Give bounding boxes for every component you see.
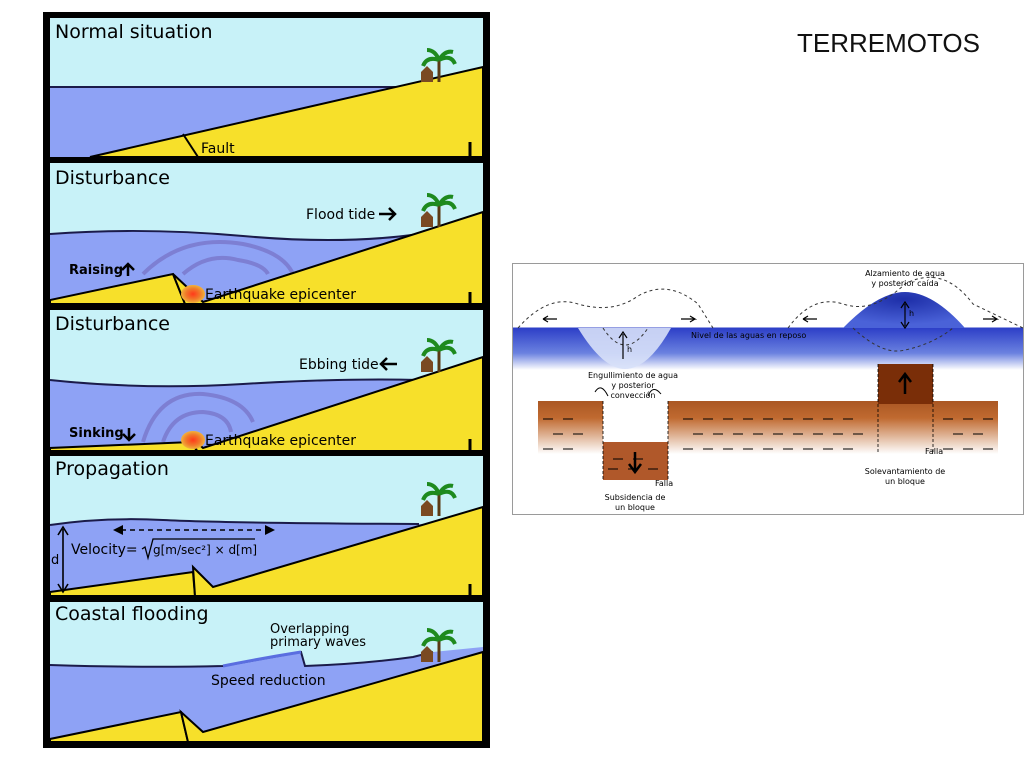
uplift-label-1: Alzamiento de agua	[865, 269, 945, 278]
arrow-down-icon	[628, 452, 642, 475]
uplift-label-2: y posterior caída	[871, 279, 938, 288]
block-fault-diagram: h h Alzamiento de agua y posterior caída…	[512, 263, 1024, 515]
panel-disturbance-raising: Disturbance Flood tide Raising Earthquak…	[49, 163, 484, 322]
fault-label: Fault	[201, 141, 235, 157]
palm-tree-icon	[421, 628, 457, 662]
palm-tree-icon	[421, 482, 457, 516]
raising-label: Raising	[69, 263, 123, 278]
engulf-label-2: y posterior	[611, 381, 655, 390]
arrow-down-icon	[122, 428, 136, 442]
arrow-right-icon	[983, 315, 1000, 323]
palm-tree-icon	[421, 193, 457, 227]
arrow-left-icon	[379, 357, 397, 371]
subsidence-label-2: un bloque	[615, 503, 655, 512]
fault-label-left: Falla	[655, 479, 673, 488]
velocity-label: Velocity=	[71, 542, 138, 558]
h-right-label: h	[909, 309, 914, 318]
speed-reduction-label: Speed reduction	[211, 673, 326, 689]
arrow-left-icon	[802, 315, 817, 323]
arrow-right-icon	[681, 315, 698, 323]
panel-coastal-flooding: Coastal flooding Overlapping primary wav…	[49, 602, 484, 743]
palm-tree-icon	[421, 338, 457, 372]
arrow-up-icon	[121, 262, 135, 276]
sqrt-icon	[141, 538, 255, 561]
ebbing-tide-label: Ebbing tide	[299, 357, 379, 373]
subsidence-label-1: Subsidencia de	[605, 493, 666, 502]
overlapping-waves-label-1: Overlapping	[270, 622, 349, 637]
epicenter-label: Earthquake epicenter	[205, 287, 356, 303]
panel-heading: Propagation	[55, 458, 169, 480]
arrow-up-icon	[898, 371, 912, 394]
tsunami-stages-figure: Normal situation Fault Disturbance Flood…	[43, 12, 490, 748]
depth-label: d	[51, 553, 59, 568]
rest-level-label: Nivel de las aguas en reposo	[691, 331, 806, 340]
arrow-right-icon	[379, 207, 397, 221]
epicenter-label: Earthquake epicenter	[205, 433, 356, 449]
fault-label-right: Falla	[925, 447, 943, 456]
panel-heading: Normal situation	[55, 21, 213, 43]
height-arrow-icon	[900, 300, 910, 330]
height-arrow-icon	[618, 330, 628, 359]
flood-tide-label: Flood tide	[306, 207, 375, 223]
palm-tree-icon	[421, 48, 457, 82]
panel-propagation: Propagation d Velocity= g[m/sec²] × d[m]	[49, 456, 484, 614]
engulf-label-3: convección	[610, 390, 655, 400]
h-left-label: h	[627, 345, 632, 354]
uplift-block-label-1: Solevantamiento de	[865, 467, 946, 476]
panel-heading: Disturbance	[55, 167, 170, 189]
arrow-left-icon	[542, 315, 557, 323]
overlapping-waves-label-2: primary waves	[270, 635, 366, 650]
panel-disturbance-sinking: Disturbance Ebbing tide Sinking Earthqua…	[49, 310, 484, 469]
velocity-formula: g[m/sec²] × d[m]	[153, 543, 257, 557]
panel-normal-situation: Normal situation Fault	[50, 18, 484, 176]
panel-heading: Disturbance	[55, 313, 170, 335]
panel-heading: Coastal flooding	[55, 603, 209, 625]
uplift-block-label-2: un bloque	[885, 477, 925, 486]
engulf-label-1: Engullimiento de agua	[588, 371, 678, 380]
sinking-label: Sinking	[69, 426, 124, 441]
double-arrow-icon	[113, 525, 275, 535]
depth-arrow-icon	[57, 525, 69, 594]
slide-title: TERREMOTOS	[797, 28, 980, 58]
